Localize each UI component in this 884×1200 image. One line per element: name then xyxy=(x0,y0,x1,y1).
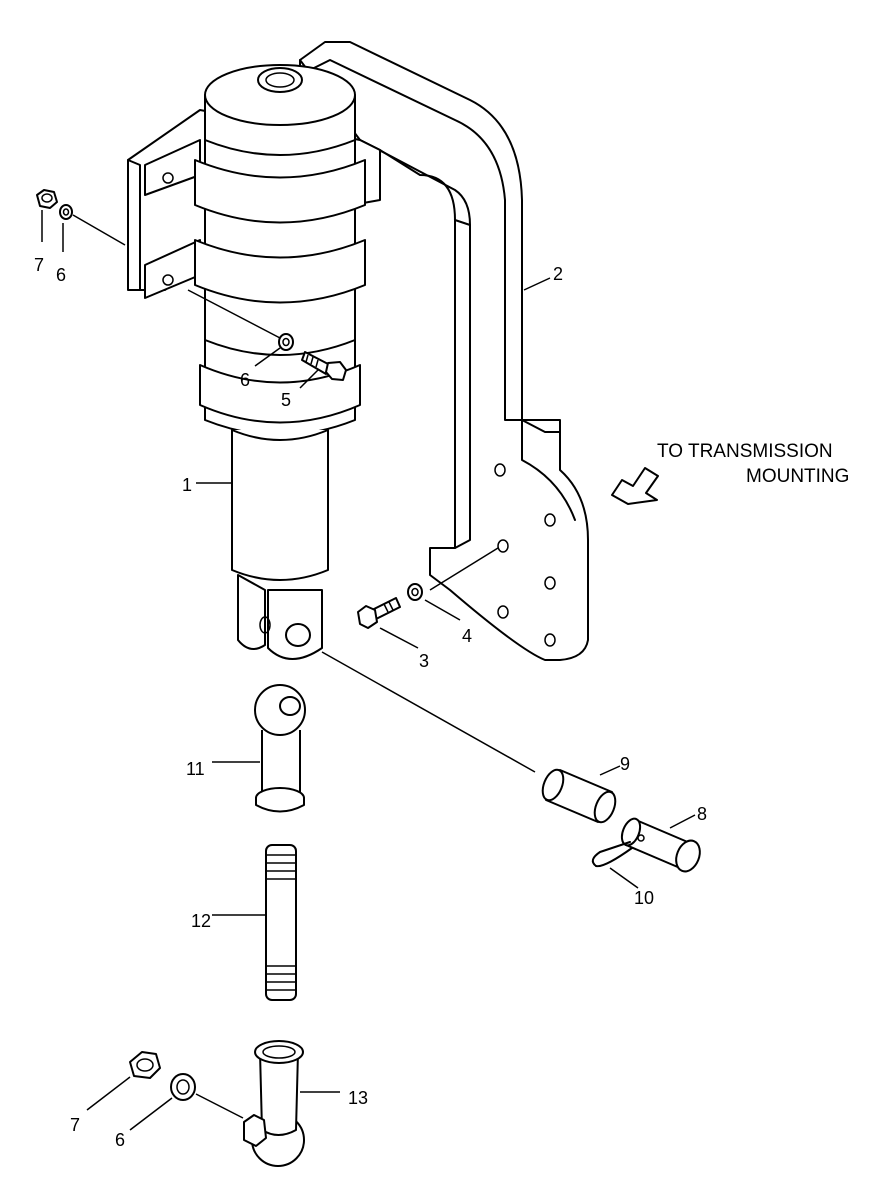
damper-cylinder-part-1 xyxy=(194,64,366,660)
bushing-part-9 xyxy=(541,768,617,824)
direction-arrow-icon xyxy=(611,467,659,505)
threaded-rod-part-12 xyxy=(265,844,297,1001)
cotter-pin-part-10 xyxy=(591,841,633,868)
callout-1: 1 xyxy=(182,475,192,495)
nut-part-7-top xyxy=(36,189,58,209)
callout-13: 13 xyxy=(348,1088,368,1108)
washer-part-6-mid xyxy=(278,333,294,351)
callout-9: 9 xyxy=(620,754,630,774)
callout-7-bottom: 7 xyxy=(70,1115,80,1135)
callout-5: 5 xyxy=(281,390,291,410)
pin-part-8 xyxy=(620,817,701,873)
note-line-2: MOUNTING xyxy=(746,466,849,487)
callout-labels: 7 6 2 6 5 1 4 3 11 9 8 10 12 13 7 6 xyxy=(34,255,707,1150)
callout-10: 10 xyxy=(634,888,654,908)
washer-part-6-top xyxy=(59,204,73,220)
leader-lines xyxy=(41,210,696,1131)
callout-6-bottom: 6 xyxy=(115,1130,125,1150)
bolt-part-5 xyxy=(301,351,347,381)
nut-part-7-bottom xyxy=(129,1051,161,1079)
callout-6-mid: 6 xyxy=(240,370,250,390)
callout-3: 3 xyxy=(419,651,429,671)
mounting-bracket-part-2 xyxy=(299,41,589,661)
callout-2: 2 xyxy=(553,264,563,284)
callout-11: 11 xyxy=(186,759,205,779)
washer-part-6-bottom xyxy=(170,1073,196,1101)
note-line-1: TO TRANSMISSION xyxy=(657,441,833,462)
callout-12: 12 xyxy=(191,911,211,931)
callout-6-top: 6 xyxy=(56,265,66,285)
washer-part-4 xyxy=(407,583,423,601)
ball-stud-part-13 xyxy=(243,1040,305,1167)
ball-stud-part-11 xyxy=(254,684,306,813)
bolt-part-3 xyxy=(357,597,401,629)
transmission-note: TO TRANSMISSION MOUNTING xyxy=(657,441,849,487)
callout-7-top: 7 xyxy=(34,255,44,275)
callout-4: 4 xyxy=(462,626,472,646)
callout-8: 8 xyxy=(697,804,707,824)
